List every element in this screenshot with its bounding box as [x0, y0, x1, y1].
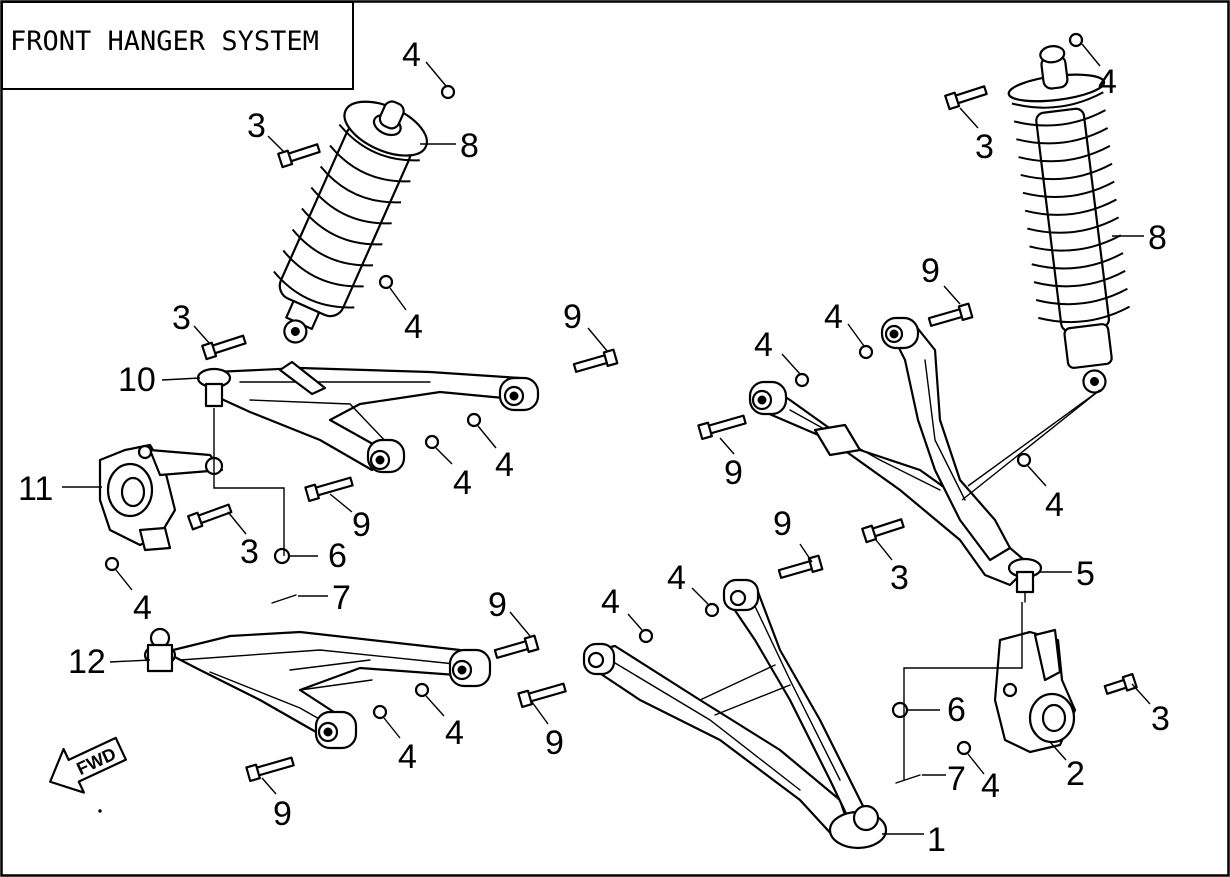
- callout-9: 9: [773, 505, 792, 543]
- callout-9: 9: [352, 506, 371, 544]
- callout-4: 4: [402, 36, 421, 74]
- steering-knuckle-left: [98, 443, 224, 552]
- upper-a-arm-left: [196, 360, 540, 474]
- bolts: [186, 85, 1138, 783]
- diagram-title: FRONT HANGER SYSTEM: [10, 26, 319, 57]
- callout-9: 9: [488, 586, 507, 624]
- callout-3: 3: [172, 299, 191, 337]
- callout-2: 2: [1066, 755, 1085, 793]
- lower-a-arm-left: [143, 627, 492, 750]
- callout-4: 4: [1098, 63, 1117, 101]
- callout-labels: 4 3 8 4 3 10 9 4 4 11 9 3 6 7 4 12 9 4 4…: [18, 36, 1170, 859]
- callout-3: 3: [247, 107, 266, 145]
- callout-7: 7: [332, 579, 351, 617]
- cotter-pins: [271, 594, 921, 784]
- callout-4: 4: [981, 767, 1000, 805]
- callout-4: 4: [495, 446, 514, 484]
- callout-4: 4: [453, 464, 472, 502]
- callout-4: 4: [824, 298, 843, 336]
- title-box: FRONT HANGER SYSTEM: [1, 1, 354, 90]
- callout-4: 4: [667, 559, 686, 597]
- callout-4: 4: [1045, 486, 1064, 524]
- callout-8: 8: [460, 127, 479, 165]
- leader-lines: [62, 43, 1151, 835]
- callout-6: 6: [947, 691, 966, 729]
- callout-5: 5: [1076, 555, 1095, 593]
- callout-9: 9: [273, 795, 292, 833]
- callout-7: 7: [947, 760, 966, 798]
- callout-3: 3: [1151, 700, 1170, 738]
- shock-absorber-left: [273, 100, 428, 344]
- callout-3: 3: [890, 559, 909, 597]
- lower-a-arm-right: [582, 578, 888, 850]
- callout-9: 9: [921, 252, 940, 290]
- callout-1: 1: [927, 821, 946, 859]
- callout-6: 6: [328, 537, 347, 575]
- callout-12: 12: [68, 643, 106, 681]
- callout-4: 4: [133, 589, 152, 627]
- callout-9: 9: [724, 454, 743, 492]
- callout-9: 9: [563, 298, 582, 336]
- callout-4: 4: [445, 714, 464, 752]
- nuts: [104, 32, 1084, 756]
- callout-3: 3: [975, 128, 994, 166]
- callout-4: 4: [398, 738, 417, 776]
- callout-8: 8: [1148, 219, 1167, 257]
- forward-direction-arrow: FWD: [49, 736, 128, 813]
- steering-knuckle-right: [993, 628, 1077, 754]
- callout-9: 9: [545, 724, 564, 762]
- callout-10: 10: [118, 361, 156, 399]
- callout-3: 3: [240, 533, 259, 571]
- callout-4: 4: [754, 326, 773, 364]
- upper-a-arm-right: [748, 316, 1043, 603]
- callout-4: 4: [404, 308, 423, 346]
- callout-4: 4: [601, 583, 620, 621]
- callout-11: 11: [18, 470, 53, 508]
- shock-absorber-right: [1007, 45, 1131, 394]
